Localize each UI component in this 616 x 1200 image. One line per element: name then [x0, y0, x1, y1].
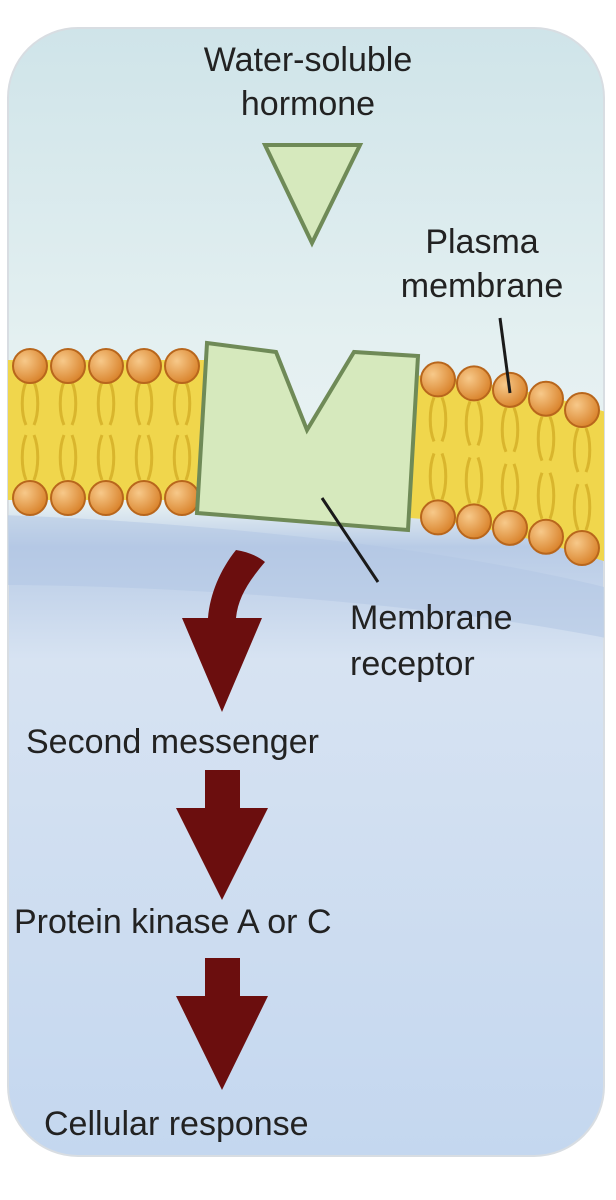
lipid-tail	[428, 396, 448, 442]
receptor-leader	[320, 497, 380, 583]
hormone-label-line2: hormone	[240, 85, 376, 123]
plasma-membrane-right	[410, 361, 604, 567]
membrane-receptor-label-line1: Membrane	[350, 599, 513, 637]
phospholipid-head	[564, 392, 600, 429]
lipid-tail	[96, 434, 116, 481]
second-messenger-label: Second messenger	[26, 723, 319, 761]
membrane-receptor-label-line2: receptor	[350, 645, 475, 683]
phospholipid-head	[12, 480, 48, 516]
lipid-tail	[96, 381, 116, 426]
lipid-tail	[464, 400, 484, 446]
phospholipid-head	[420, 361, 456, 398]
arrow-to-protein-kinase	[176, 770, 268, 900]
phospholipid-head	[420, 499, 456, 536]
lipid-tail	[172, 434, 192, 481]
phospholipid-head	[564, 530, 600, 567]
phospholipid-head	[88, 480, 124, 516]
lipid-tail	[20, 381, 40, 426]
arrow-to-cellular-response	[176, 958, 268, 1090]
lipid-tail	[58, 381, 78, 426]
curved-arrow	[182, 550, 265, 712]
phospholipid-head	[528, 518, 564, 555]
phospholipid-head	[12, 348, 48, 384]
phospholipid-head	[50, 480, 86, 516]
phospholipid-head	[164, 348, 200, 384]
lipid-tail	[536, 416, 556, 462]
phospholipid-head	[126, 348, 162, 384]
phospholipid-head	[456, 365, 492, 402]
lipid-tail	[500, 463, 520, 511]
plasma-membrane-leader	[498, 317, 512, 394]
membrane-receptor-shape	[194, 340, 421, 533]
phospholipid-head	[492, 509, 528, 546]
protein-kinase-label: Protein kinase A or C	[14, 903, 332, 941]
intracellular-shadow	[8, 515, 604, 640]
phospholipid-head	[528, 380, 564, 417]
phospholipid-head	[126, 480, 162, 516]
lipid-tail	[536, 472, 556, 520]
lipid-tail	[464, 456, 484, 504]
lipid-tail	[58, 434, 78, 481]
lipid-tail	[500, 407, 520, 453]
lipid-tail	[572, 483, 592, 531]
lipid-tail	[572, 427, 592, 473]
hormone-triangle	[261, 143, 364, 248]
phospholipid-head	[456, 503, 492, 540]
phospholipid-head	[164, 480, 200, 516]
hormone-label-line1: Water-soluble	[203, 41, 413, 79]
lipid-tail	[134, 381, 154, 426]
plasma-membrane-left	[8, 348, 205, 516]
cellular-response-label: Cellular response	[44, 1105, 309, 1143]
lipid-tail	[172, 381, 192, 426]
phospholipid-head	[88, 348, 124, 384]
plasma-membrane-label-line2: membrane	[400, 267, 564, 305]
lipid-tail	[428, 452, 448, 500]
phospholipid-head	[50, 348, 86, 384]
lipid-tail	[20, 434, 40, 481]
lipid-tail	[134, 434, 154, 481]
plasma-membrane-label-line1: Plasma	[425, 223, 539, 261]
